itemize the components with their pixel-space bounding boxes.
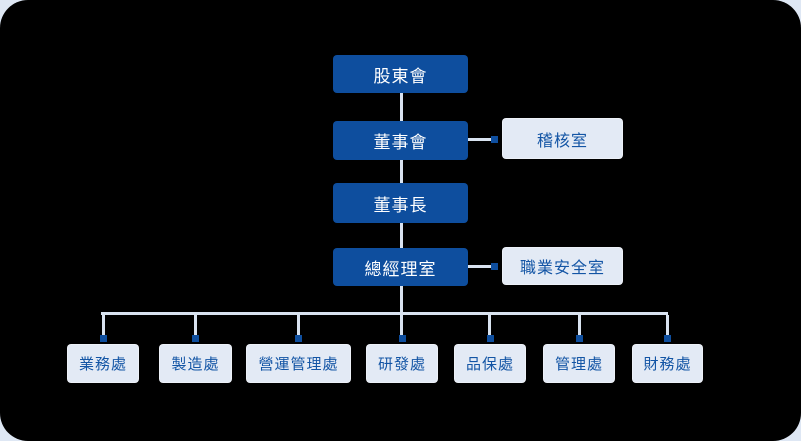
connector-drop-1: [102, 315, 105, 335]
connector-node-square-dept-5: [487, 335, 494, 342]
connector-drop-5: [488, 315, 491, 335]
connector-drop-2: [194, 315, 197, 335]
connector-drop-7: [666, 315, 669, 335]
org-node-dept-sales: 業務處: [67, 344, 139, 383]
connector-drop-4: [400, 315, 403, 335]
org-node-dept-rnd: 研發處: [366, 344, 438, 383]
connector-shareholders-board: [400, 93, 403, 121]
org-node-dept-admin: 管理處: [543, 344, 615, 383]
connector-drop-3: [297, 315, 300, 335]
connector-node-square-audit: [491, 136, 498, 143]
org-node-dept-finance: 財務處: [632, 344, 703, 383]
connector-node-square-dept-3: [295, 335, 302, 342]
connector-node-square-dept-6: [576, 335, 583, 342]
connector-gm-departments: [400, 286, 403, 312]
org-node-chairman: 董事長: [333, 183, 468, 223]
connector-departments-horizontal: [101, 312, 668, 315]
connector-board-chairman: [400, 160, 403, 183]
org-node-board: 董事會: [333, 121, 468, 160]
connector-node-square-dept-1: [100, 335, 107, 342]
org-node-dept-operations: 營運管理處: [246, 344, 351, 383]
org-node-audit: 稽核室: [502, 118, 623, 159]
org-node-safety: 職業安全室: [502, 247, 623, 285]
org-node-dept-manufacturing: 製造處: [159, 344, 232, 383]
connector-node-square-dept-7: [664, 335, 671, 342]
connector-drop-6: [578, 315, 581, 335]
connector-node-square-dept-4: [399, 335, 406, 342]
org-node-gm-office: 總經理室: [333, 248, 468, 286]
connector-board-audit: [468, 138, 492, 141]
connector-node-square-safety: [491, 263, 498, 270]
connector-node-square-dept-2: [192, 335, 199, 342]
org-node-dept-qa: 品保處: [454, 344, 526, 383]
connector-gm-safety: [468, 265, 492, 268]
connector-chairman-gm: [400, 223, 403, 248]
org-node-shareholders: 股東會: [333, 55, 468, 93]
